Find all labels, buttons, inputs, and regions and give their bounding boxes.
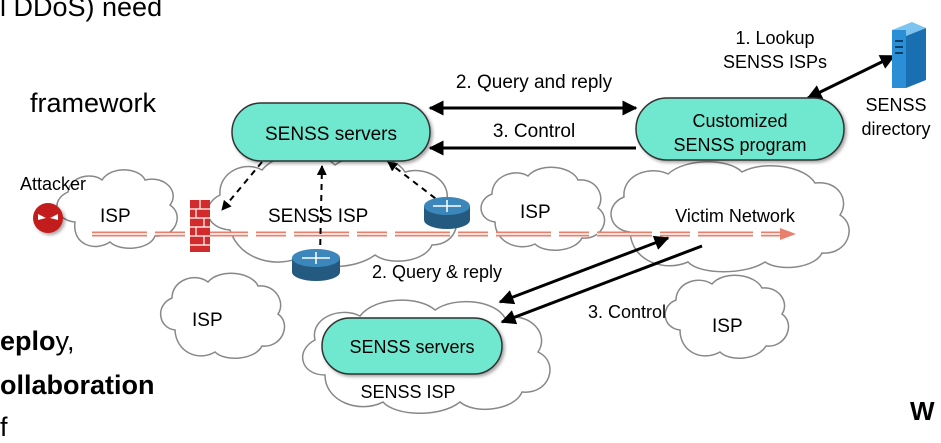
label-control-bottom: 3. Control [588,302,666,322]
dashed-arrow-to-router-right [387,161,445,206]
customized-program-label-1: Customized [692,111,787,131]
router-icon-right [424,197,470,229]
label-control-top: 3. Control [493,121,575,142]
directory-server-icon [892,22,926,88]
senss-diagram: SENSS servers Customized SENSS program S… [20,22,931,414]
slide-text-corner: W [910,396,935,426]
slide-text-line-3-bold: eplo [0,326,56,356]
arrow-query-reply-bottom [498,235,670,305]
customized-program-label-2: SENSS program [673,135,806,155]
dashed-arrow-to-router-bottom [316,165,327,257]
firewall-icon [190,200,210,252]
attacker-icon [33,203,63,233]
cloud-isp-bottom-left [160,272,286,359]
senss-servers-bottom: SENSS servers [321,317,503,375]
arrow-control-bottom [500,244,703,325]
slide-text-line-1: l DDoS) need [0,0,163,22]
label-isp-left: ISP [100,206,131,227]
senss-servers-bottom-label: SENSS servers [349,337,474,357]
customized-senss-program: Customized SENSS program [635,97,845,161]
slide-text-line-3-rest: y, [55,326,75,356]
slide-text-line-5: f [0,412,8,442]
label-victim-network: Victim Network [675,206,796,226]
slide-text-line-2: framework [30,88,157,118]
label-isp-mid-right: ISP [520,202,551,223]
senss-servers-top: SENSS servers [231,102,431,162]
label-query-reply-bottom: 2. Query & reply [372,262,502,282]
cloud-victim-network [610,161,850,273]
label-senss-isp-mid: SENSS ISP [268,206,368,227]
router-icon-bottom [292,249,340,281]
label-lookup-2: SENSS ISPs [723,52,827,72]
slide-text-line-4: ollaboration [0,370,155,400]
cloud-isp-left [56,169,178,249]
label-lookup-1: 1. Lookup [735,28,814,48]
cloud-isp-bottom-right [664,274,790,359]
label-isp-bottom-right: ISP [712,316,743,337]
label-directory-2: directory [861,119,930,139]
label-attacker: Attacker [20,174,86,194]
label-isp-bottom-left: ISP [192,310,223,331]
label-directory-1: SENSS [865,95,926,115]
label-query-reply-top: 2. Query and reply [456,72,613,93]
label-senss-isp-bottom: SENSS ISP [360,382,455,402]
slide-text-line-3: eploy, [0,326,75,357]
arrow-lookup [806,54,896,100]
senss-servers-top-label: SENSS servers [265,124,397,145]
